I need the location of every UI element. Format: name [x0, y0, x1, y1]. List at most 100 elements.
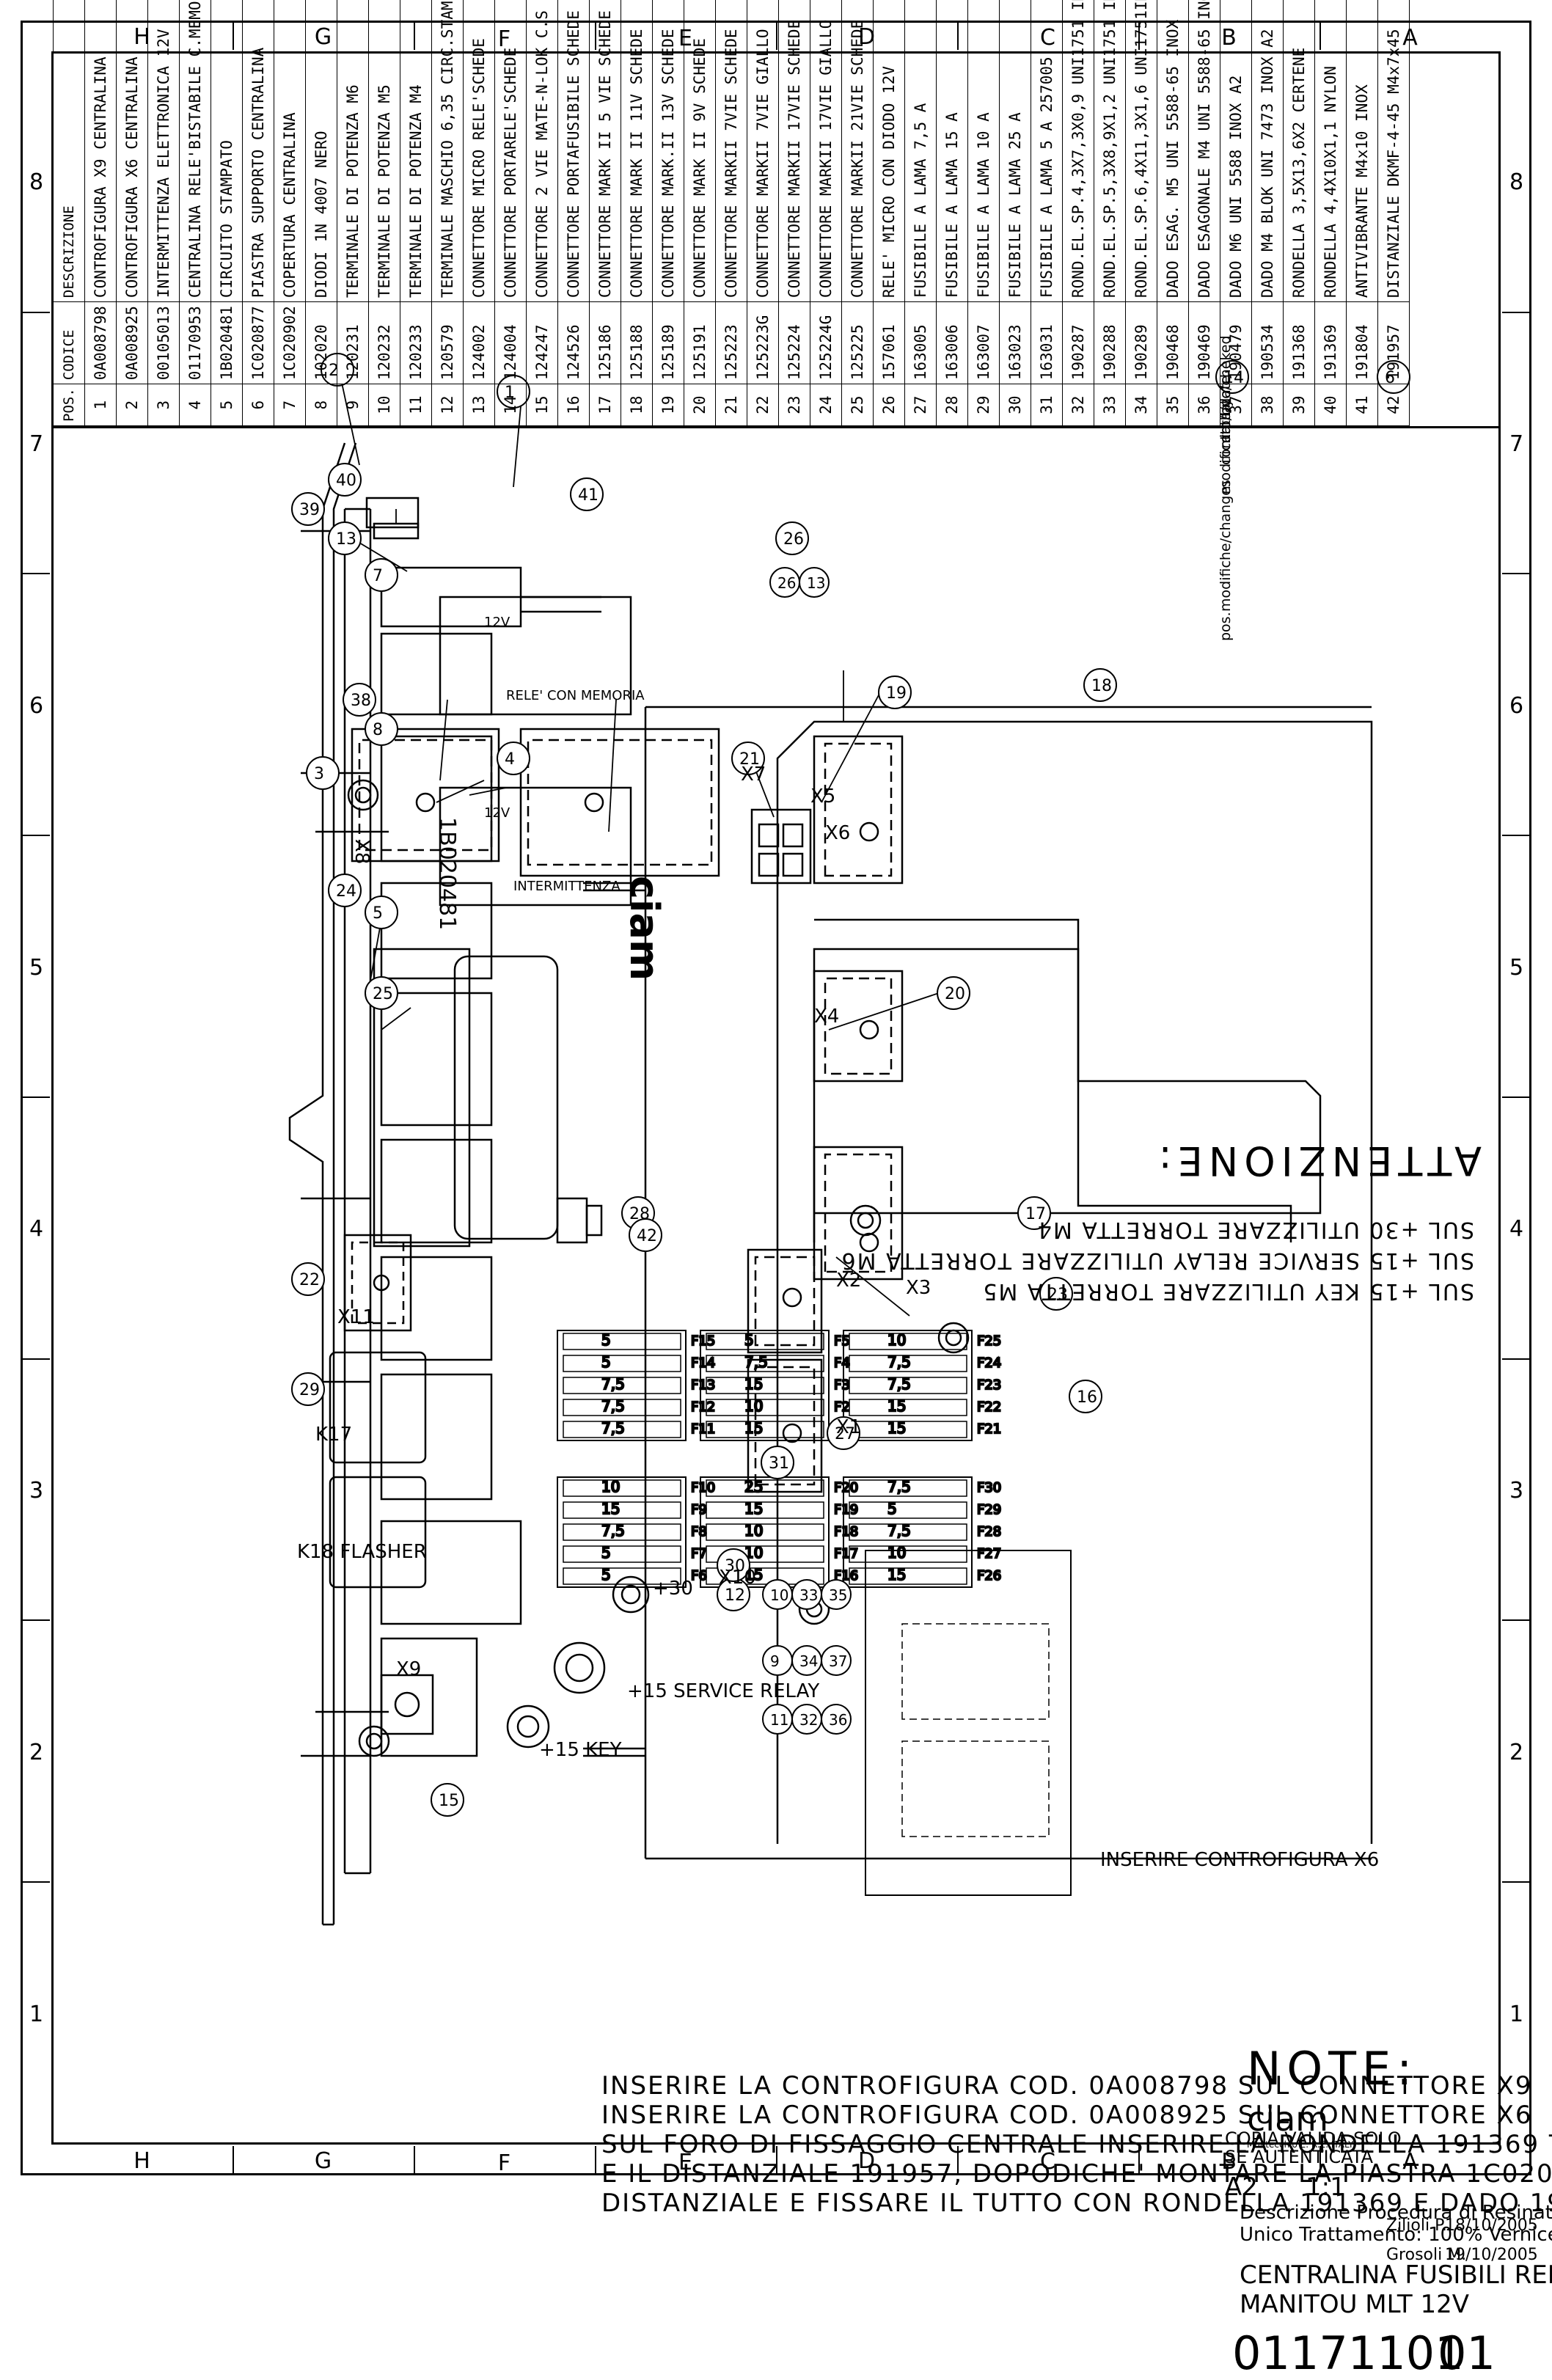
bom-desc: CIRCUITO STAMPATO: [211, 0, 243, 302]
fuse-rating: 25: [744, 1478, 763, 1495]
bom-desc: DIODI 1N 4007 NERO: [305, 0, 337, 302]
callout-number: 19: [886, 684, 907, 703]
relay-pad-k18: [329, 1476, 427, 1589]
bom-code: 125186: [589, 301, 621, 384]
fuse-name: F13: [691, 1377, 715, 1393]
callout-circle: [821, 1579, 852, 1610]
fuse: [849, 1421, 967, 1438]
bom-code: 125188: [621, 301, 653, 384]
fuse-name: F28: [977, 1524, 1001, 1539]
bom-desc: FUSIBILE A LAMA 25 A: [999, 0, 1031, 302]
bom-desc: CONNETTORE 2 VIE MATE-N-LOK C.S: [526, 0, 558, 302]
bom-code: 125223: [715, 301, 747, 384]
callout-number: 9: [770, 1652, 780, 1670]
callout-circle: [291, 492, 325, 526]
fuse: [563, 1567, 681, 1585]
bom-code: 125225: [841, 301, 874, 384]
callout-number: 8: [373, 721, 383, 739]
bom-desc: CONNETTORE PORTAFUSIBILE SCHEDE: [557, 0, 590, 302]
bom-code: 190288: [1094, 301, 1126, 384]
connector-labels: X5 X4 X3 X2 X1 X6 X7 X8 X9 X10 X11 K17 K…: [297, 764, 931, 1761]
fuse-rating: 7,5: [601, 1375, 625, 1393]
connector-x6: [750, 808, 812, 885]
callout-circle: [731, 742, 765, 775]
bom-pos: 40: [1314, 384, 1347, 426]
callout-number: 42: [637, 1227, 657, 1245]
bom-pos: 14: [494, 384, 527, 426]
fuse-rating: 5: [744, 1331, 754, 1349]
callout-circle: [365, 712, 398, 746]
bom-code: 163031: [1031, 301, 1063, 384]
fuse-name: F25: [977, 1333, 1001, 1349]
callout-number: 13: [807, 574, 825, 592]
callout-number: 41: [578, 486, 599, 505]
bom-desc: DADO ESAGONALE M4 UNI 5588-65 INOX: [1188, 0, 1220, 302]
fuse: [706, 1399, 824, 1416]
bom-desc: CONNETTORE MARK II 5 VIE SCHEDE: [589, 0, 621, 302]
label-k17: K17: [315, 1424, 352, 1446]
bom-code: 120579: [431, 301, 464, 384]
label-x5: X5: [810, 786, 835, 808]
bom-desc: FUSIBILE A LAMA 10 A: [967, 0, 1000, 302]
fuse-rating: 7,5: [601, 1522, 625, 1539]
side-view: [288, 442, 632, 1926]
leader-lines: [337, 362, 940, 1317]
bom-desc: CONTROFIGURA X6 CENTRALINA: [116, 0, 148, 302]
callout-circle: [717, 1548, 750, 1582]
fuse: [849, 1399, 967, 1416]
fuse-name: F29: [977, 1502, 1001, 1517]
bom-pos: 4: [179, 384, 211, 426]
bom-desc: PIASTRA SUPPORTO CENTRALINA: [242, 0, 274, 302]
fuse-rating: 5: [887, 1500, 897, 1517]
fuse-rating: 15: [744, 1500, 763, 1517]
bom-desc: DADO M4 BLOK UNI 7473 INOX A2: [1251, 0, 1284, 302]
bom-pos: 24: [810, 384, 842, 426]
bom-desc: ROND.EL.SP.5,3X8,9X1,2 UNI1751 INOX: [1094, 0, 1126, 302]
callout-circle: [328, 874, 362, 907]
bom-desc: TERMINALE DI POTENZA M4: [400, 0, 432, 302]
fuse-name: F14: [691, 1355, 715, 1371]
company-sub: Montecchio E. R.E. ITALY: [1247, 2139, 1354, 2150]
memo-title: RELE' CON MEMORIA: [506, 688, 645, 703]
callout-number: 33: [799, 1586, 818, 1604]
fuse-name: F18: [834, 1524, 858, 1539]
fuse: [563, 1479, 681, 1497]
fuse: [849, 1545, 967, 1563]
board-outline: [583, 706, 1373, 1860]
label-k18: K18 FLASHER: [297, 1541, 427, 1563]
bom-desc: CENTRALINA RELE'BISTABILE C.MEMORIA: [179, 0, 211, 302]
board-logo: ciam: [621, 876, 667, 981]
drawn-by: Zilioli P.: [1386, 2216, 1447, 2235]
scale-value: 1:1: [1306, 2172, 1346, 2202]
bom-pos: 34: [1125, 384, 1157, 426]
callout-number: 13: [336, 530, 356, 549]
fuse: [563, 1355, 681, 1372]
bom-pos: 36: [1188, 384, 1220, 426]
bom-desc: CONNETTORE MICRO RELE'SCHEDE: [463, 0, 495, 302]
bom-code: 125223G: [747, 301, 779, 384]
fuse: [849, 1501, 967, 1519]
label-x2: X2: [836, 1270, 861, 1292]
bom-desc: CONNETTORE MARKII 7VIE GIALLO: [747, 0, 779, 302]
bom-code: 00105013: [147, 301, 180, 384]
callout-circle: [1083, 668, 1117, 702]
fuse: [563, 1545, 681, 1563]
bom-code: 1C020902: [274, 301, 306, 384]
bom-desc: CONNETTORE MARK.II 13V SCHEDE: [652, 0, 684, 302]
callout-number: 16: [1077, 1388, 1097, 1407]
callout-number: 27: [835, 1425, 855, 1443]
fuse-rating: 15: [887, 1566, 906, 1583]
fuse-rating: 5: [601, 1566, 611, 1583]
fuse-name: F12: [691, 1399, 715, 1415]
